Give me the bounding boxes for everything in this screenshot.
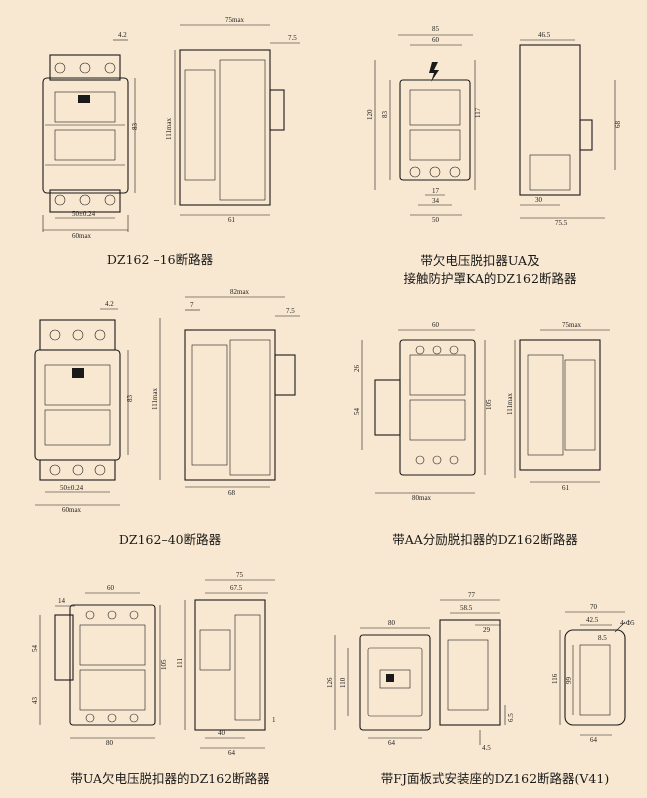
dim-i-60: 60 [107,584,115,592]
caption-ua-ka-line2: 接触防护罩KA的DZ162断路器 [403,271,577,286]
dim-m-85: 8.5 [598,634,607,642]
dim-c-34: 34 [432,197,440,205]
dim-m-phi: 4-Φ5 [620,619,635,627]
dim-d-465: 46.5 [538,31,551,39]
dim-k-64: 64 [388,739,396,747]
dim-l-585: 58.5 [460,604,473,612]
dim-l-65: 6.5 [507,713,515,722]
dim-f-7: 7 [190,301,194,309]
dz162-40-front-view: 4.2 83 50±0.24 60max [34,300,134,514]
ua-side-view: 75 67.5 111 40 64 1 [176,571,276,757]
dim-c-17: 17 [432,187,440,195]
dim-l-29: 29 [483,626,491,634]
dim-f-111max: 111max [151,387,159,410]
ua-ka-front-view: 85 60 120 83 117 17 34 50 [366,25,482,224]
dim-l-77: 77 [468,591,476,599]
panel-cutout-view: 70 42.5 4-Φ5 8.5 116 99 64 [551,603,635,744]
ua-ka-side-view: 46.5 68 30 75.5 [519,31,622,227]
dim-f-68: 68 [228,489,236,497]
dim-i-54: 54 [31,645,39,653]
dim-b-111max: 111max [165,117,173,140]
dim-i-105: 105 [160,659,168,670]
dim-d-755: 75.5 [555,219,568,227]
dim-h-61: 61 [562,484,570,492]
dim-d-30: 30 [535,196,543,204]
dim-m-99: 99 [565,677,573,685]
dz162-40-side-view: 82max 7 7.5 111max 68 [151,288,300,497]
dim-b-61: 61 [228,216,236,224]
dim-g-54: 54 [353,408,361,416]
dim-e-42: 4.2 [105,300,114,308]
ua-front-view: 60 14 54 43 105 80 [31,584,168,747]
dim-i-14: 14 [58,597,66,605]
dim-c-117: 117 [474,107,482,118]
dim-m-425: 42.5 [586,616,599,624]
dim-j-111: 111 [176,658,184,668]
caption-dz162-16: DZ162 –16断路器 [106,252,214,267]
dim-d-68: 68 [614,121,622,129]
dim-c-85: 85 [432,25,440,33]
dim-c-60: 60 [432,36,440,44]
caption-fj-panel: 带FJ面板式安装座的DZ162断路器(V41) [380,771,610,786]
caption-aa-shunt: 带AA分励脱扣器的DZ162断路器 [392,532,578,547]
dim-e-60max: 60max [62,506,82,514]
dim-i-43: 43 [31,697,39,705]
dim-g-80max: 80max [412,494,432,502]
dim-a-60max: 60max [72,232,92,240]
dim-h-75max: 75max [562,321,582,329]
dim-j-675: 67.5 [230,584,243,592]
dim-g-26: 26 [353,365,361,373]
dim-a-83: 83 [131,123,139,131]
fj-panel-side-view: 77 58.5 29 6.5 4.5 [439,591,515,752]
dim-e-83: 83 [126,395,134,403]
aa-shunt-front-view: 60 26 54 105 80max [353,321,493,502]
caption-ua: 带UA欠电压脱扣器的DZ162断路器 [70,771,270,786]
dim-j-64: 64 [228,749,236,757]
dim-e-50: 50±0.24 [60,484,84,492]
dim-m-70: 70 [590,603,598,611]
dim-c-50: 50 [432,216,440,224]
dim-h-111max: 111max [506,392,514,415]
dim-i-80: 80 [106,739,114,747]
dz162-16-side-view: 75max 7.5 111max 61 [165,16,300,224]
dim-a-50: 50±0.24 [72,210,96,218]
dim-j-40: 40 [218,729,226,737]
dim-j-1: 1 [272,716,276,724]
aa-shunt-side-view: 75max 111max 61 [506,321,610,492]
caption-ua-ka-line1: 带欠电压脱扣器UA及 [420,253,540,268]
dim-g-105: 105 [485,399,493,410]
dim-c-120: 120 [366,109,374,120]
caption-dz162-40: DZ162–40断路器 [118,532,222,547]
fj-panel-front-view: 80 126 110 64 [326,619,431,747]
dim-l-45: 4.5 [482,744,491,752]
dim-k-126: 126 [326,677,334,688]
dim-j-75: 75 [236,571,244,579]
dim-m-116: 116 [551,673,559,684]
dim-f-82max: 82max [230,288,250,296]
dim-k-110: 110 [339,677,347,688]
dim-a-42: 4.2 [118,31,127,39]
dim-m-64: 64 [590,736,598,744]
dz162-16-front-view: 4.2 83 50±0.24 60max [42,31,139,240]
dim-g-60: 60 [432,321,440,329]
dim-b-75max: 75max [225,16,245,24]
dim-c-83: 83 [381,111,389,119]
dim-b-75: 7.5 [288,34,297,42]
dim-k-80: 80 [388,619,396,627]
dim-f-75: 7.5 [286,307,295,315]
